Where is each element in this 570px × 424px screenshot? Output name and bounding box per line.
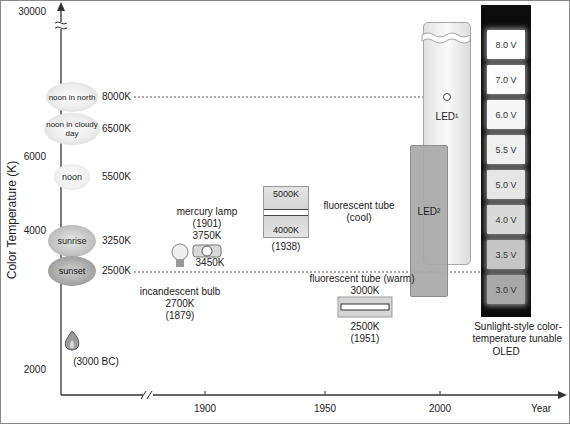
tube-box: 5000K 4000K xyxy=(263,186,309,238)
temperature-label: 5500K xyxy=(102,171,131,183)
voltage-label: 3.0 V xyxy=(495,285,516,295)
temperature-label: 3750K xyxy=(193,230,222,242)
y-axis xyxy=(60,9,61,395)
tick-label: 2000 xyxy=(24,364,46,376)
tick-label: 4000 xyxy=(24,225,46,237)
sun-disc: noon in cloudy day xyxy=(44,113,100,145)
marker-dot xyxy=(444,94,451,101)
voltage-label: 8.0 V xyxy=(495,40,516,50)
node-label: noon xyxy=(62,173,82,182)
axis-title: Color Temperature (K) xyxy=(5,161,19,280)
mercury-lamp-icon xyxy=(193,245,221,257)
voltage-label: 5.5 V xyxy=(495,145,516,155)
voltage-label: 5.0 V xyxy=(495,180,516,190)
fire-icon xyxy=(70,340,75,348)
sun-disc: sunrise xyxy=(48,225,96,257)
node-label: noon in north xyxy=(49,93,96,102)
axis-break-gap xyxy=(55,22,67,29)
temperature-label: 3000K xyxy=(351,285,380,297)
oled-cell: 5.0 V xyxy=(487,170,525,199)
temperature-label: 6500K xyxy=(102,123,131,135)
year-label: (3000 BC) xyxy=(73,356,119,368)
tick-label: 6000 xyxy=(24,151,46,163)
year-label: (1938) xyxy=(272,241,301,253)
oled-panel: Sunlight-style color-temperature tunable… xyxy=(481,5,531,317)
year-label: (1879) xyxy=(166,310,195,322)
year-label: (1951) xyxy=(351,333,380,345)
warm-tube-icon xyxy=(338,297,392,317)
temperature-label: 8000K xyxy=(102,91,131,103)
lamp-label: mercury lamp xyxy=(177,206,238,218)
axis-break xyxy=(55,22,67,29)
axis-title: Year xyxy=(531,403,551,415)
voltage-label: 3.5 V xyxy=(495,250,516,260)
node-label: sunset xyxy=(59,267,86,276)
panel-caption: OLED xyxy=(481,346,531,358)
temperature-label: 3250K xyxy=(102,235,131,247)
lamp-label: incandescent bulb xyxy=(140,286,221,298)
panel-caption: Sunlight-style color-temperature tunable xyxy=(432,321,562,345)
led-range-bar: LED² xyxy=(410,145,448,297)
temperature-label: 2500K xyxy=(351,321,380,333)
voltage-label: 4.0 V xyxy=(495,215,516,225)
sun-disc: noon in north xyxy=(46,82,98,112)
sun-disc: noon xyxy=(54,164,90,190)
bulb-icon xyxy=(172,244,188,260)
x-axis-arrow xyxy=(558,391,567,399)
node-label: LED¹ xyxy=(436,111,459,122)
fire-icon xyxy=(65,331,78,350)
oled-cell: 7.0 V xyxy=(487,65,525,94)
lamp-label: fluorescent tube (cool) xyxy=(313,200,405,224)
warm-tube-icon xyxy=(341,304,389,310)
year-label: (1901) xyxy=(193,218,222,230)
temperature-label: 3450K xyxy=(196,257,225,269)
temperature-label: 2500K xyxy=(102,265,131,277)
tick-label: 1950 xyxy=(314,403,336,415)
oled-cell: 3.0 V xyxy=(487,275,525,304)
bulb-icon xyxy=(176,259,184,267)
lamp-label: fluorescent tube (warm) xyxy=(309,273,414,285)
sun-disc: sunset xyxy=(48,256,96,286)
mercury-lamp-icon xyxy=(202,246,212,256)
reference-line xyxy=(134,97,441,98)
oled-cell: 4.0 V xyxy=(487,205,525,234)
node-label: 5000K xyxy=(273,189,299,199)
x-axis xyxy=(61,394,559,395)
temperature-label: 2700K xyxy=(166,298,195,310)
oled-cell: 5.5 V xyxy=(487,135,525,164)
y-axis-arrow xyxy=(57,2,65,11)
voltage-label: 7.0 V xyxy=(495,75,516,85)
node-label: sunrise xyxy=(57,237,86,246)
oled-cell: 8.0 V xyxy=(487,30,525,59)
axis-break xyxy=(141,391,152,399)
tick-label: 2000 xyxy=(429,403,451,415)
node-label: noon in cloudy day xyxy=(46,120,98,138)
tick-label: 30000 xyxy=(18,6,46,18)
voltage-label: 6.0 V xyxy=(495,110,516,120)
tick-label: 1900 xyxy=(194,403,216,415)
oled-cell: 3.5 V xyxy=(487,240,525,269)
oled-cell: 6.0 V xyxy=(487,100,525,129)
axis-tick xyxy=(205,391,440,395)
node-label: 4000K xyxy=(273,225,299,235)
node-label: LED² xyxy=(418,206,441,217)
